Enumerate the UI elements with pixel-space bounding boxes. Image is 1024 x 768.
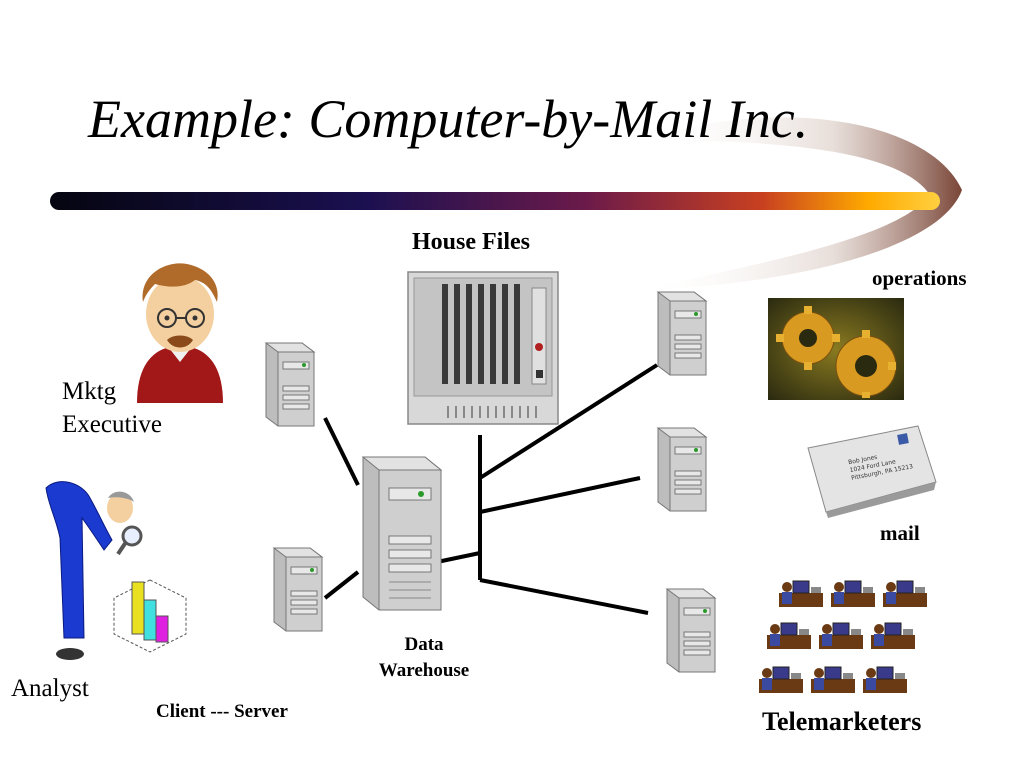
client-server-label: Client --- Server bbox=[156, 701, 288, 722]
marketing-executive-avatar bbox=[137, 263, 223, 403]
mktg-executive-label-line2: Executive bbox=[62, 411, 162, 438]
mail-label: mail bbox=[880, 521, 920, 545]
data-warehouse-label-line1: Data bbox=[404, 634, 444, 655]
slide-title: Example: Computer-by-Mail Inc. bbox=[88, 89, 809, 149]
analyst-label: Analyst bbox=[11, 675, 89, 702]
telemarketers-label: Telemarketers bbox=[762, 707, 922, 736]
mktg-executive-label: Mktg Executive bbox=[62, 375, 162, 441]
telemarketers-group-icon bbox=[758, 580, 928, 694]
analyst-figure bbox=[45, 481, 143, 660]
mail-computer-icon bbox=[656, 427, 708, 512]
mktg-executive-label-line1: Mktg bbox=[62, 378, 117, 405]
telemarketing-computer-icon bbox=[665, 588, 717, 673]
data-warehouse-label-line2: Warehouse bbox=[378, 660, 470, 681]
operations-computer-icon bbox=[656, 291, 708, 376]
data-warehouse-label: Data Warehouse bbox=[360, 632, 488, 684]
house-files-rack-icon bbox=[407, 271, 559, 425]
operations-label: operations bbox=[872, 266, 967, 290]
client-computer-icon bbox=[264, 342, 316, 427]
title-swoosh-decoration bbox=[50, 117, 962, 291]
gears-icon bbox=[768, 298, 904, 400]
envelope-icon: Bob Jones 1024 Ford Lane Pittsburgh, PA … bbox=[807, 425, 937, 518]
bar-chart-cube-icon bbox=[113, 579, 187, 653]
client-computer-icon bbox=[272, 547, 324, 632]
house-files-label: House Files bbox=[412, 229, 530, 255]
data-warehouse-server-icon bbox=[361, 456, 443, 611]
